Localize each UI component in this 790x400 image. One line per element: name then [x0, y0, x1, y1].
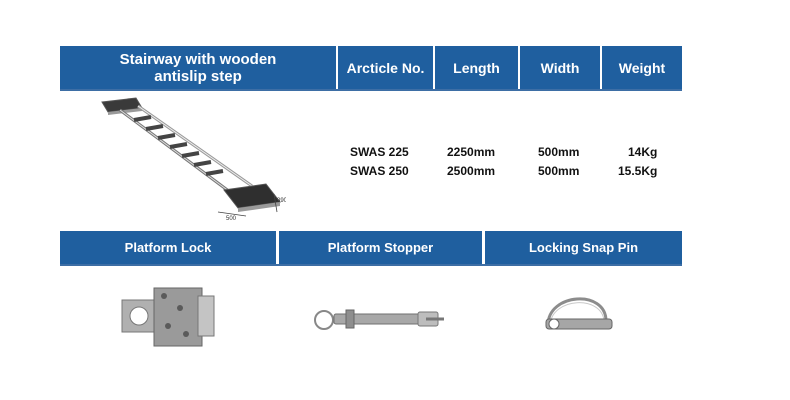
product-title-header: Stairway with wooden antislip step	[60, 46, 336, 89]
row-1-article: SWAS 225	[350, 145, 409, 159]
width-header: Width	[520, 46, 600, 89]
section-divider	[60, 264, 682, 266]
row-2-weight: 15.5Kg	[618, 164, 658, 178]
row-1-width: 500mm	[538, 145, 580, 159]
article-no-header: Arcticle No.	[338, 46, 433, 89]
title-line-1: Stairway with wooden	[119, 50, 277, 68]
row-1-length: 2250mm	[447, 145, 496, 159]
stair-side-dim: 390	[277, 198, 286, 204]
title-line-2: antislip step	[154, 67, 242, 85]
platform-lock-illustration	[121, 287, 215, 347]
row-2-length: 2500mm	[447, 164, 496, 178]
row-2-article: SWAS 250	[350, 164, 409, 178]
platform-lock-header: Platform Lock	[60, 231, 276, 264]
snap-pin-illustration	[545, 297, 613, 330]
snap-pin-header: Locking Snap Pin	[485, 231, 682, 264]
row-2-width: 500mm	[538, 164, 580, 178]
row-1-weight: 14Kg	[628, 145, 658, 159]
weight-header: Weight	[602, 46, 682, 89]
stairway-illustration: 500 390	[101, 97, 286, 221]
stair-width-dim: 500	[226, 216, 237, 221]
platform-stopper-illustration	[314, 309, 444, 330]
platform-stopper-header: Platform Stopper	[279, 231, 482, 264]
header-divider	[60, 89, 682, 91]
length-header: Length	[435, 46, 518, 89]
